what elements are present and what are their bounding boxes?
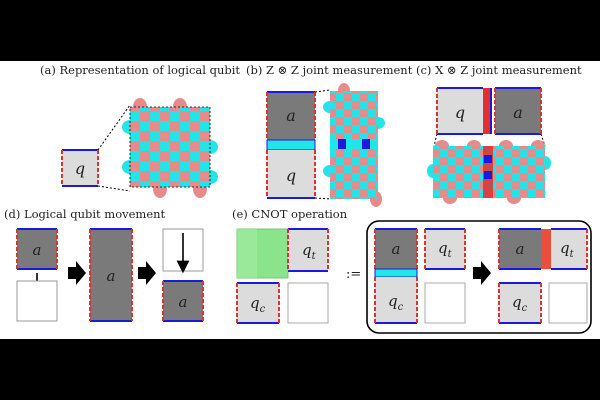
step2-empty [548, 282, 588, 324]
zz-lattice [323, 83, 385, 207]
a-label: a [286, 106, 296, 125]
a-label-e2: a [516, 240, 525, 258]
a-label-d2: a [107, 267, 116, 285]
surface-code-lattice [122, 98, 218, 198]
qubit-a-extended: a [89, 228, 133, 322]
panel-e: qt qc := a qc [236, 220, 592, 334]
logical-qubit-q: q [61, 149, 99, 187]
definition-symbol: := [346, 267, 361, 282]
figure-panel: (a) Representation of logical qubit (b) … [0, 61, 600, 339]
logical-qubit-a: a [266, 91, 316, 140]
step-arrow-1 [68, 261, 86, 285]
panel-a: q [61, 98, 218, 198]
step1-merge [374, 268, 418, 278]
a-label-d3: a [179, 293, 188, 311]
caption-c: (c) X ⊗ Z joint measurement [416, 63, 582, 77]
qt-label-e2: qt [560, 239, 575, 260]
q-label-c: q [455, 103, 465, 122]
cnot-decomposition-box [366, 220, 592, 334]
panel-b: a q [266, 83, 385, 207]
qubit-a-before: a [16, 228, 58, 270]
logical-qubit-q-b: q [266, 150, 316, 199]
xz-lattice [427, 140, 551, 204]
step1-qubit-qt: qt [424, 228, 466, 270]
qc-label-e1: qc [388, 292, 404, 313]
qubit-a-after: a [162, 280, 204, 322]
empty-slot-e [287, 282, 329, 324]
empty-slot [16, 280, 58, 322]
caption-e: (e) CNOT operation [232, 207, 348, 221]
figure-canvas: (a) Representation of logical qubit (b) … [4, 63, 592, 334]
logical-qubit-a-c: a [494, 87, 542, 135]
step1-empty [424, 282, 466, 324]
qubit-qc: qc [236, 282, 280, 324]
merge-strip [483, 88, 491, 134]
step1-qubit-qc: qc [374, 277, 418, 324]
qc-label: qc [250, 294, 266, 315]
panel-c: q a [427, 87, 551, 204]
caption-d: (d) Logical qubit movement [4, 207, 166, 221]
step2-qubit-qc: qc [498, 282, 542, 324]
merge-region [266, 139, 316, 151]
q-label-b: q [286, 166, 296, 185]
qt-label-e1: qt [438, 239, 453, 260]
a-label-d1: a [33, 241, 42, 259]
q-label: q [75, 159, 85, 178]
a-label-e1: a [392, 240, 401, 258]
logical-qubit-q-c: q [436, 87, 483, 135]
caption-a: (a) Representation of logical qubit [40, 63, 240, 77]
a-label-c: a [513, 103, 523, 122]
step-arrow-e [473, 261, 491, 285]
panel-d: a a a [16, 228, 204, 322]
qc-label-e2: qc [512, 293, 528, 314]
step2-qubit-a: a [498, 228, 541, 270]
qt-label: qt [302, 241, 317, 262]
qubit-qt: qt [287, 228, 329, 272]
caption-b: (b) Z ⊗ Z joint measurement [246, 63, 413, 77]
step2-qubit-qt: qt [551, 228, 588, 270]
step1-qubit-a: a [374, 228, 418, 269]
step-arrow-2 [138, 261, 156, 285]
step2-merge [541, 229, 551, 269]
